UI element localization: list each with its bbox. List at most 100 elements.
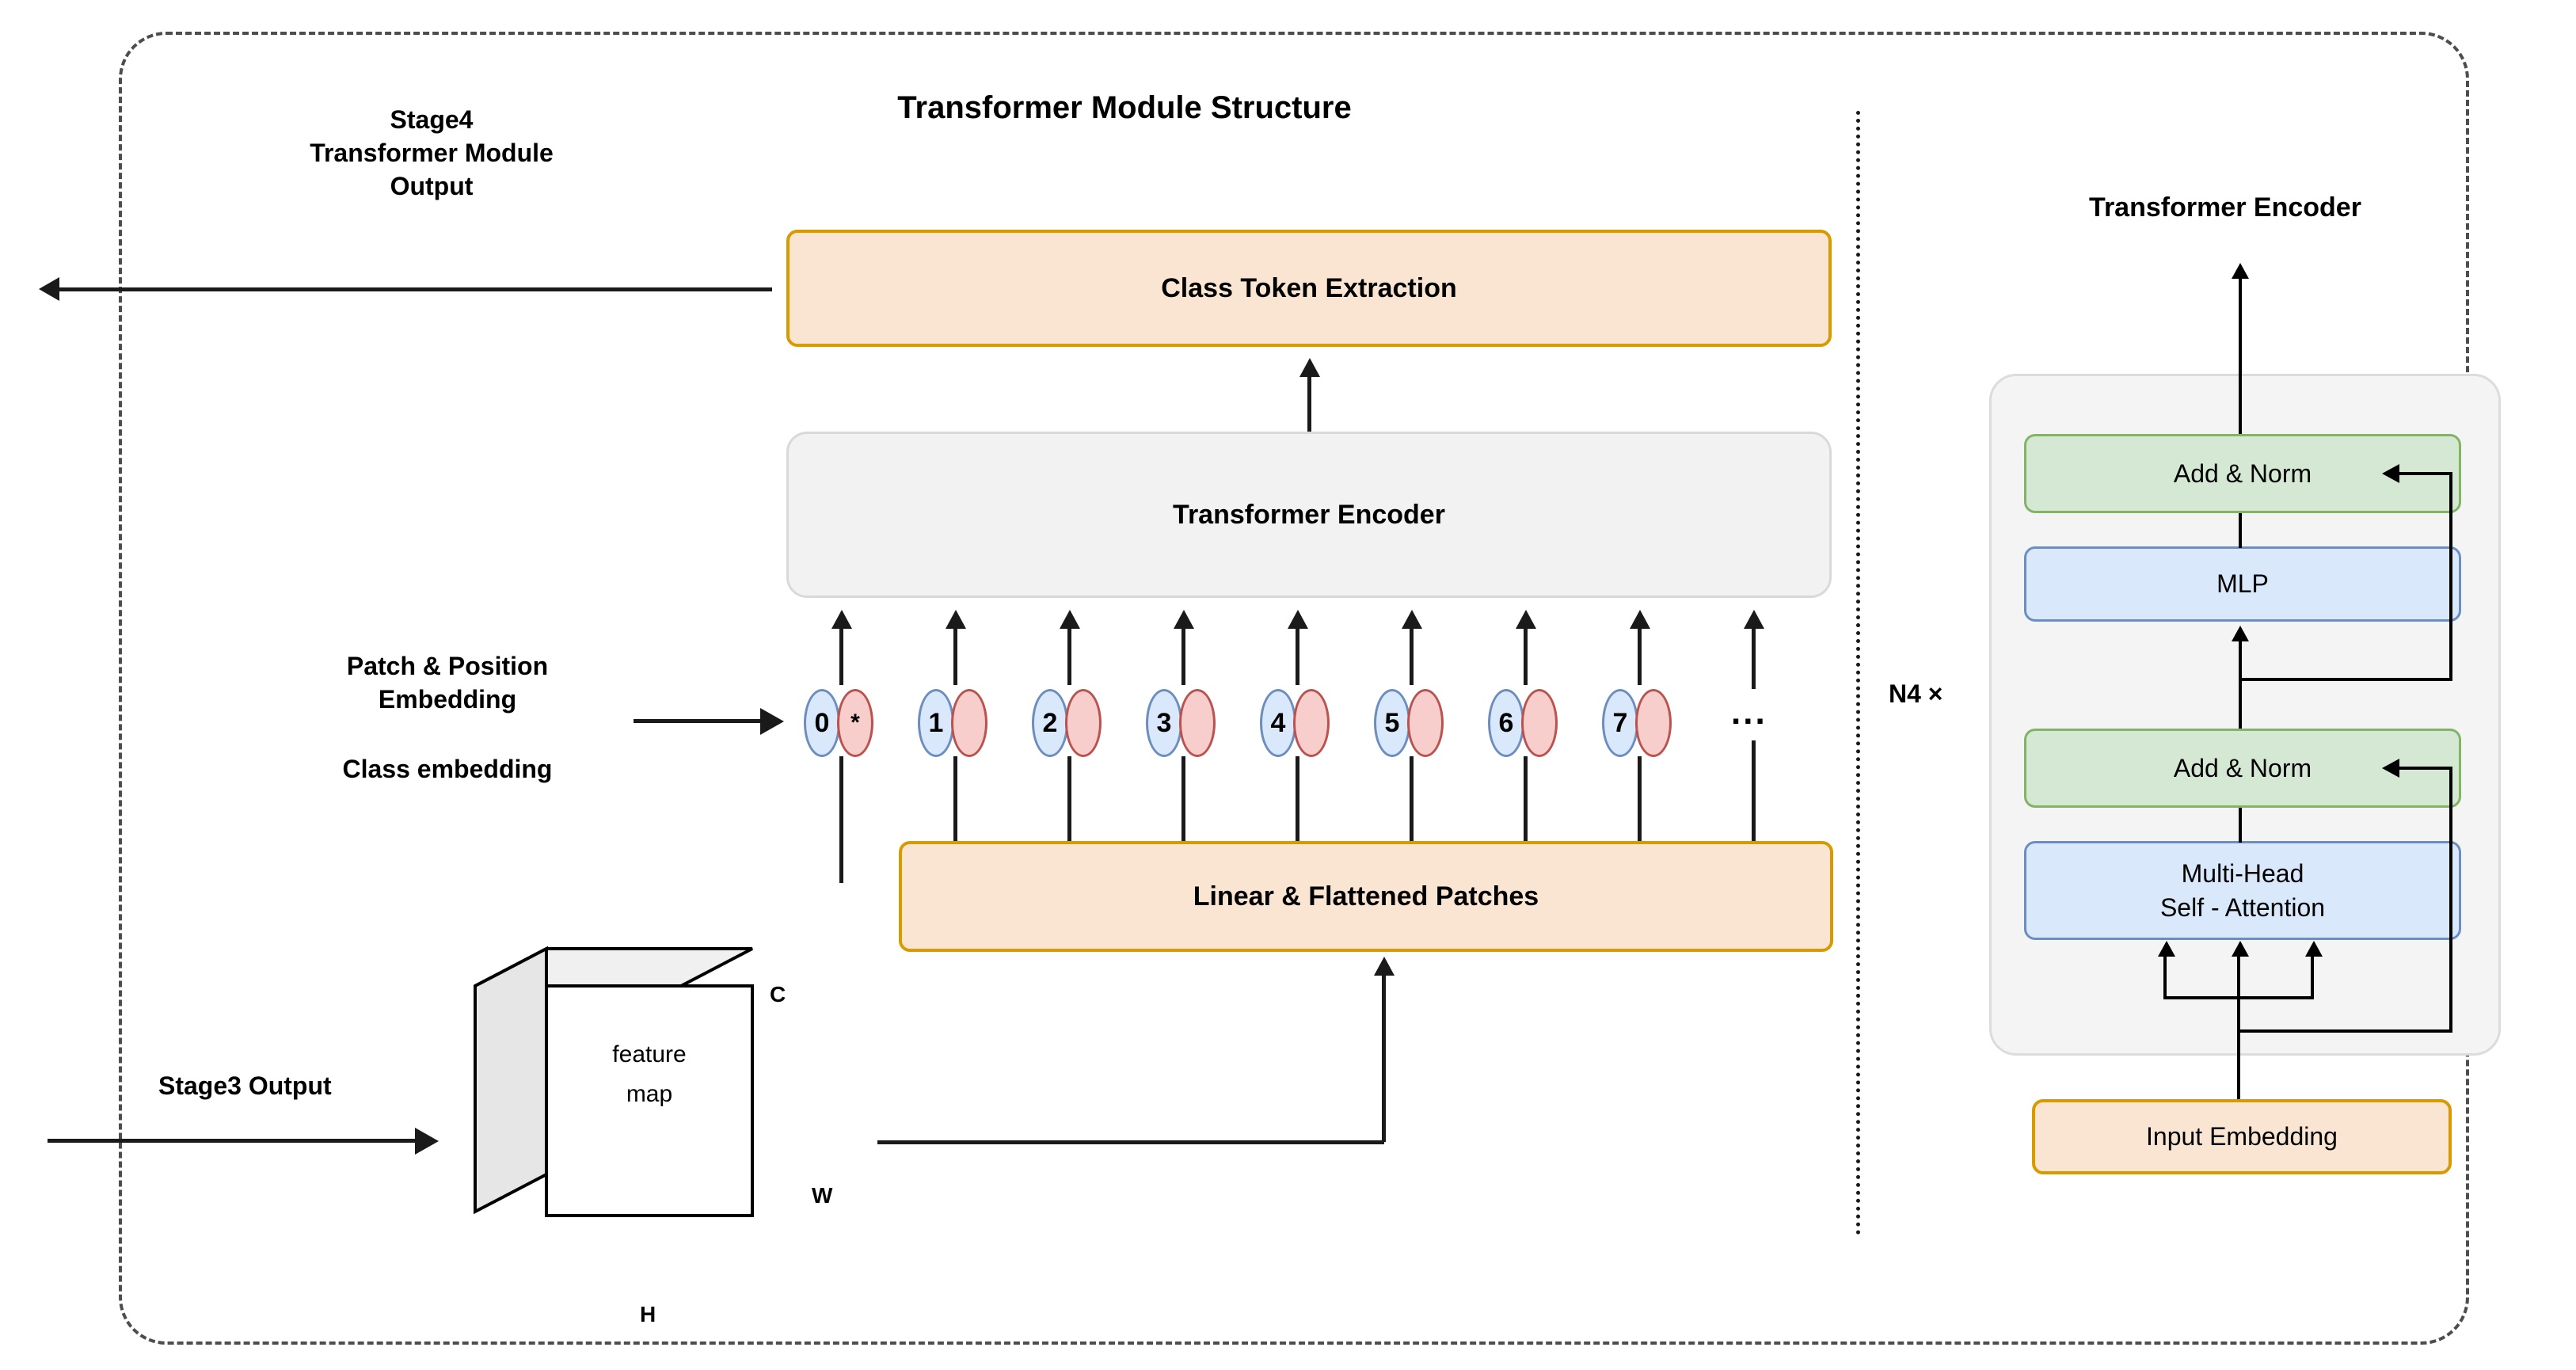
- mha-input-arrowhead-v: [2305, 941, 2323, 957]
- token-index-1: 1: [918, 689, 954, 757]
- panel-divider: [1856, 111, 1860, 1235]
- token-pair-6[interactable]: 6: [1488, 689, 1558, 757]
- embedding-arrowhead: [760, 708, 784, 735]
- linear-flattened-patches-box[interactable]: Linear & Flattened Patches: [899, 841, 1833, 952]
- mha-residual-hline-top: [2399, 767, 2452, 770]
- token-index-2: 2: [1032, 689, 1068, 757]
- feature-map-cube: [474, 946, 754, 1217]
- token-arrow-head-ellipsis: [1744, 610, 1764, 629]
- token-arrow-head-6: [1516, 610, 1536, 629]
- mlp-residual-vline: [2449, 474, 2452, 681]
- token-arrow-line-ellipsis: [1752, 626, 1756, 689]
- token-arrow-head-0: [831, 610, 852, 629]
- input-embedding-to-mha-line: [2237, 955, 2240, 1100]
- token-mark-2: [1065, 689, 1102, 757]
- mha-input-arrowhead-q: [2158, 941, 2175, 957]
- class-embedding-label: Class embedding: [342, 755, 553, 783]
- token-mark-7: [1635, 689, 1672, 757]
- token-mark-6: [1521, 689, 1558, 757]
- token-pair-4[interactable]: 4: [1260, 689, 1330, 757]
- mlp-residual-hline-bottom: [2239, 678, 2452, 681]
- stage3-output-label: Stage3 Output: [158, 1071, 332, 1100]
- token-arrow-head-7: [1630, 610, 1650, 629]
- token-arrow-head-4: [1288, 610, 1308, 629]
- token-index-5: 5: [1374, 689, 1410, 757]
- feature-map-dim-h: H: [640, 1302, 656, 1326]
- tokens-ellipsis: ...: [1731, 693, 1767, 732]
- mlp-box[interactable]: MLP: [2024, 546, 2461, 622]
- mha-residual-hline-bottom: [2237, 1029, 2452, 1033]
- token-stem-6: [1524, 756, 1528, 883]
- mha-label-line2: Self - Attention: [2159, 892, 2326, 922]
- token-stem-4: [1296, 756, 1299, 883]
- mha-label-line1: Multi-Head: [2181, 859, 2304, 889]
- token-arrow-line-6: [1524, 626, 1528, 685]
- token-arrow-line-3: [1181, 626, 1185, 685]
- feature-map-dim-w: W: [812, 1183, 833, 1208]
- stage4-output-line: [59, 287, 772, 291]
- token-mark-1: [951, 689, 987, 757]
- mlp-label: MLP: [2216, 569, 2269, 599]
- token-arrow-line-7: [1638, 626, 1642, 685]
- token-arrow-head-5: [1402, 610, 1422, 629]
- add-norm-top-box[interactable]: Add & Norm: [2024, 434, 2461, 513]
- mha-residual-arrowhead: [2382, 759, 2399, 778]
- token-pair-0[interactable]: 0 *: [804, 689, 873, 757]
- token-pair-2[interactable]: 2: [1032, 689, 1102, 757]
- token-stem-5: [1410, 756, 1414, 883]
- stage3-output-line: [48, 1139, 420, 1143]
- multi-head-self-attention-box[interactable]: Multi-Head Self - Attention: [2024, 841, 2461, 940]
- mha-input-line-q: [2163, 955, 2167, 999]
- mha-residual-vline: [2449, 768, 2452, 1031]
- token-mark-3: [1179, 689, 1216, 757]
- token-stem-7: [1638, 756, 1642, 883]
- token-index-0: 0: [804, 689, 840, 757]
- token-pair-1[interactable]: 1: [918, 689, 987, 757]
- stage4-output-arrowhead: [39, 277, 59, 301]
- token-pair-7[interactable]: 7: [1602, 689, 1672, 757]
- featuremap-to-linear-hline: [877, 1140, 1384, 1144]
- add-norm-top-label: Add & Norm: [2173, 459, 2312, 488]
- patch-position-embedding-label: Patch & Position Embedding: [346, 652, 549, 714]
- token-index-7: 7: [1602, 689, 1638, 757]
- embedding-arrow-line: [634, 719, 764, 723]
- feature-map-dim-c: C: [770, 982, 786, 1007]
- token-index-4: 4: [1260, 689, 1296, 757]
- token-stem-1: [953, 756, 957, 883]
- repeat-count-label: N4 ×: [1889, 679, 1943, 708]
- encoder-to-extraction-line: [1307, 372, 1311, 458]
- stage3-output-arrowhead: [415, 1128, 439, 1155]
- right-panel-heading: Transformer Encoder: [2089, 192, 2361, 223]
- encoder-output-line: [2239, 277, 2242, 453]
- transformer-encoder-box[interactable]: Transformer Encoder: [786, 432, 1832, 598]
- token-arrow-line-1: [953, 626, 957, 685]
- feature-map-label-line2: map: [626, 1081, 673, 1107]
- token-arrow-head-2: [1060, 610, 1080, 629]
- token-arrow-line-2: [1067, 626, 1071, 685]
- mha-to-addnorm-line: [2239, 808, 2242, 843]
- mha-input-line-v: [2311, 955, 2314, 999]
- mlp-residual-hline-top: [2399, 472, 2452, 475]
- input-embedding-label: Input Embedding: [2146, 1122, 2338, 1151]
- addnorm-to-mlp-line: [2239, 640, 2242, 729]
- encoder-output-arrowhead: [2232, 263, 2249, 279]
- token-stem-0: [839, 756, 843, 883]
- encoder-to-extraction-arrowhead: [1299, 358, 1320, 377]
- linear-flattened-patches-label: Linear & Flattened Patches: [1193, 881, 1539, 911]
- token-pair-5[interactable]: 5: [1374, 689, 1444, 757]
- input-embedding-box[interactable]: Input Embedding: [2032, 1099, 2452, 1174]
- addnorm-to-mlp-arrowhead: [2232, 626, 2249, 641]
- mlp-residual-arrowhead: [2382, 464, 2399, 483]
- token-stem-2: [1067, 756, 1071, 883]
- token-arrow-line-5: [1410, 626, 1414, 685]
- add-norm-bottom-label: Add & Norm: [2173, 753, 2312, 782]
- token-arrow-head-1: [946, 610, 966, 629]
- token-stem-ellipsis: [1752, 740, 1756, 883]
- transformer-encoder-label: Transformer Encoder: [1173, 499, 1445, 530]
- stage4-output-label: Stage4 Transformer Module Output: [310, 105, 554, 201]
- class-token-extraction-box[interactable]: Class Token Extraction: [786, 230, 1832, 347]
- token-index-3: 3: [1146, 689, 1182, 757]
- class-token-extraction-label: Class Token Extraction: [1161, 272, 1457, 303]
- token-pair-3[interactable]: 3: [1146, 689, 1216, 757]
- mlp-to-addnorm-line: [2239, 513, 2242, 548]
